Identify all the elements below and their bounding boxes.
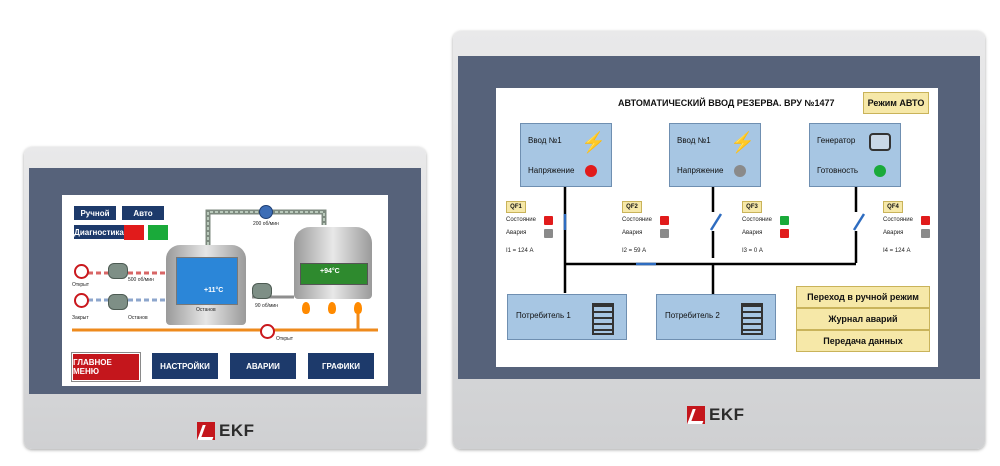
settings-button[interactable]: НАСТРОЙКИ (152, 353, 218, 379)
breaker-current: I4 = 124 А (883, 248, 911, 254)
breaker-current: I2 = 59 А (622, 248, 647, 254)
tank1-state: Останов (196, 307, 216, 313)
data-transfer-action[interactable]: Передача данных (796, 330, 930, 352)
valve2-state: Закрыт (72, 315, 89, 321)
pump2-speed: 90 об/мин (255, 303, 278, 309)
mode-badge[interactable]: Режим АВТО (863, 92, 929, 114)
breaker-alarm-label: Авария (506, 230, 527, 236)
single-line-diagram (563, 182, 866, 310)
screen-process: Ручной Авто Диагностика 200 об/мин Откры… (62, 195, 388, 386)
alarm-log-action[interactable]: Журнал аварий (796, 308, 930, 330)
motor3-icon[interactable] (252, 283, 272, 299)
hmi-panel-small: Ручной Авто Диагностика 200 об/мин Откры… (24, 147, 426, 449)
power-tower-icon: ⚡ (581, 132, 606, 154)
ekf-logo-mark-icon (687, 406, 705, 424)
page-title: АВТОМАТИЧЕСКИЙ ВВОД РЕЗЕРВА. ВРУ №1477 (618, 98, 835, 108)
breaker-current: I1 = 124 А (506, 248, 534, 254)
manual-mode-action[interactable]: Переход в ручной режим (796, 286, 930, 308)
diagnostics-button[interactable]: Диагностика (74, 225, 124, 239)
breaker-alarm-label: Авария (622, 230, 643, 236)
valve2-motor-state: Останов (128, 315, 148, 321)
breaker-state-led (544, 216, 553, 225)
manual-mode-button[interactable]: Ручной (74, 206, 116, 220)
pump-speed-label: 200 об/мин (253, 221, 279, 227)
flame-icon (302, 302, 310, 314)
building-icon (592, 303, 614, 335)
valve1-speed: 500 об/мин (128, 277, 154, 283)
valve1-state: Открыт (72, 282, 90, 288)
ekf-logo-mark-icon (197, 422, 215, 440)
alarms-button[interactable]: АВАРИИ (230, 353, 296, 379)
breaker-alarm-label: Авария (883, 230, 904, 236)
tank2-temp: +94°C (320, 268, 340, 275)
breaker-qf3[interactable]: QF3 Состояние Авария I3 = 0 А (742, 201, 802, 261)
breaker-current: I3 = 0 А (742, 248, 763, 254)
breaker-alarm-label: Авария (742, 230, 763, 236)
tank2[interactable]: +94°C (294, 227, 372, 299)
alarm-indicator-green (148, 225, 168, 240)
breaker-qf1[interactable]: QF1 Состояние Авария I1 = 124 А (506, 201, 566, 261)
tank2-liquid (300, 263, 368, 285)
generator-name: Генератор (817, 136, 856, 145)
breaker-alarm-led (660, 229, 669, 238)
ekf-logo-text: EKF (709, 405, 745, 424)
ekf-logo-text: EKF (219, 421, 255, 440)
pump-icon[interactable] (259, 205, 273, 219)
source-2[interactable]: Ввод №1 ⚡ Напряжение (669, 123, 761, 187)
breaker-id: QF4 (883, 201, 903, 213)
building-icon (741, 303, 763, 335)
hmi-panel-large: АВТОМАТИЧЕСКИЙ ВВОД РЕЗЕРВА. ВРУ №1477 Р… (453, 31, 985, 449)
generator-status-label: Готовность (817, 166, 859, 175)
valve-closed-icon[interactable] (74, 293, 89, 308)
breaker-id: QF2 (622, 201, 642, 213)
breaker-alarm-led (544, 229, 553, 238)
breaker-qf2[interactable]: QF2 Состояние Авария I2 = 59 А (622, 201, 682, 261)
motor2-icon[interactable] (108, 294, 128, 310)
source-2-status-label: Напряжение (677, 166, 724, 175)
motor1-icon[interactable] (108, 263, 128, 279)
bottom-valve-state: Открыт (276, 336, 294, 342)
breaker-state-label: Состояние (883, 217, 913, 223)
consumer-1[interactable]: Потребитель 1 (507, 294, 627, 340)
graphs-button[interactable]: ГРАФИКИ (308, 353, 374, 379)
source-1-status-label: Напряжение (528, 166, 575, 175)
generator[interactable]: Генератор Готовность (809, 123, 901, 187)
source-2-status-led (734, 165, 746, 177)
bottom-valve-icon[interactable] (260, 324, 275, 339)
source-1[interactable]: Ввод №1 ⚡ Напряжение (520, 123, 612, 187)
ekf-logo: EKF (197, 421, 255, 441)
consumer-1-label: Потребитель 1 (516, 311, 571, 320)
breaker-id: QF1 (506, 201, 526, 213)
generator-status-led (874, 165, 886, 177)
breaker-state-led (921, 216, 930, 225)
breaker-qf4[interactable]: QF4 Состояние Авария I4 = 124 А (883, 201, 938, 261)
source-1-name: Ввод №1 (528, 136, 562, 145)
generator-icon (869, 133, 891, 151)
valve-open-icon[interactable] (74, 264, 89, 279)
main-menu-button[interactable]: ГЛАВНОЕ МЕНЮ (71, 352, 141, 382)
breaker-state-led (780, 216, 789, 225)
power-tower-icon: ⚡ (730, 132, 755, 154)
alarm-indicator-red (124, 225, 144, 240)
tank1[interactable]: +11°C Останов (166, 245, 246, 325)
source-1-status-led (585, 165, 597, 177)
flame-icon (354, 302, 362, 314)
ekf-logo: EKF (687, 405, 745, 425)
breaker-state-led (660, 216, 669, 225)
breaker-id: QF3 (742, 201, 762, 213)
breaker-alarm-led (921, 229, 930, 238)
tank1-liquid (176, 257, 238, 305)
auto-mode-button[interactable]: Авто (122, 206, 164, 220)
breaker-state-label: Состояние (742, 217, 772, 223)
breaker-alarm-led (780, 229, 789, 238)
consumer-2-label: Потребитель 2 (665, 311, 720, 320)
source-2-name: Ввод №1 (677, 136, 711, 145)
screen-ats: АВТОМАТИЧЕСКИЙ ВВОД РЕЗЕРВА. ВРУ №1477 Р… (496, 88, 938, 367)
tank1-temp: +11°C (204, 287, 224, 294)
flame-icon (328, 302, 336, 314)
breaker-state-label: Состояние (622, 217, 652, 223)
consumer-2[interactable]: Потребитель 2 (656, 294, 776, 340)
breaker-state-label: Состояние (506, 217, 536, 223)
